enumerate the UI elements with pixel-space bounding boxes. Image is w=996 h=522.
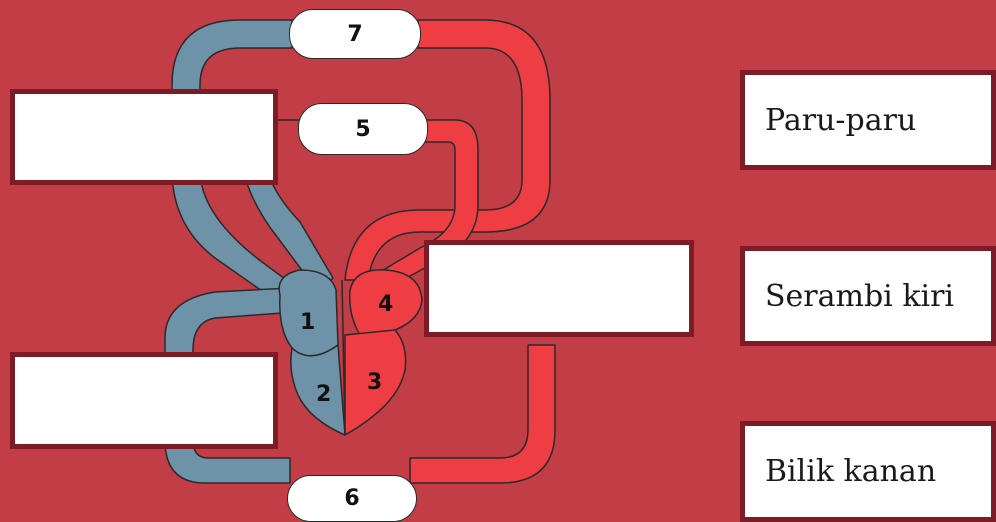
pill-number-7: 7 <box>347 22 362 47</box>
answer-card-paru-paru[interactable]: Paru-paru <box>740 70 996 170</box>
answer-card-label: Paru-paru <box>765 103 916 138</box>
chamber-number-2: 2 <box>316 382 331 407</box>
chamber-number-1: 1 <box>300 310 315 335</box>
pill-number-6: 6 <box>344 486 359 511</box>
pill-label-5: 5 <box>298 103 428 155</box>
chamber-number-3: 3 <box>367 370 382 395</box>
answer-card-serambi-kiri[interactable]: Serambi kiri <box>740 246 996 346</box>
drop-box-1[interactable] <box>10 89 278 185</box>
pill-label-7: 7 <box>289 9 421 59</box>
pill-label-6: 6 <box>287 475 417 522</box>
drop-box-3[interactable] <box>10 352 278 449</box>
pill-number-5: 5 <box>355 117 370 142</box>
chamber-number-4: 4 <box>378 292 393 317</box>
answer-card-label: Serambi kiri <box>765 279 954 314</box>
aorta-lower <box>410 345 555 483</box>
answer-card-bilik-kanan[interactable]: Bilik kanan <box>740 421 996 522</box>
drop-box-2[interactable] <box>424 240 694 337</box>
answer-card-label: Bilik kanan <box>765 454 936 489</box>
